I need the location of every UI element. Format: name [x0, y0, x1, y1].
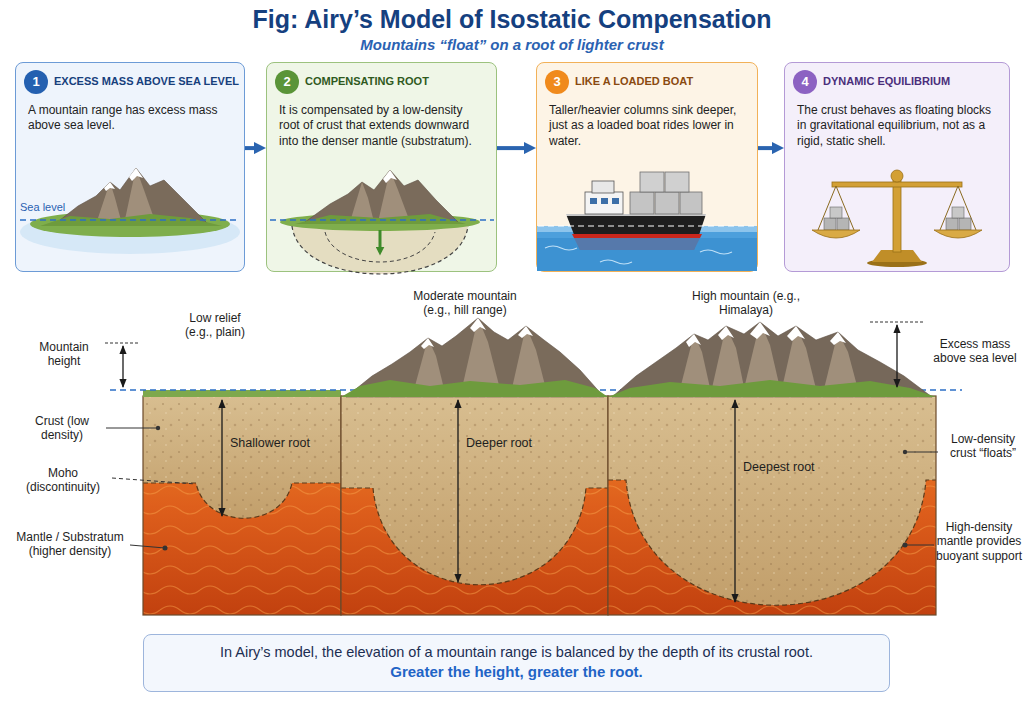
- step-description: It is compensated by a low-density root …: [279, 103, 486, 149]
- dimension-arrow: [870, 322, 925, 323]
- layer-label: Moho (discontinuity): [14, 466, 112, 495]
- summary-text: In Airy’s model, the elevation of a moun…: [144, 644, 889, 660]
- summary-emphasis: Greater the height, greater the root.: [144, 663, 889, 680]
- crust-block: [608, 396, 936, 615]
- dimension-arrow: [105, 322, 925, 602]
- mountain-range: [686, 334, 701, 347]
- step-heading: COMPENSATING ROOT: [305, 75, 429, 87]
- step-number-circle: 3: [545, 70, 569, 94]
- relief-label: Moderate mountain (e.g., hill range): [400, 289, 530, 318]
- summary-box: In Airy’s model, the elevation of a moun…: [143, 634, 890, 692]
- leader-line: [112, 478, 196, 484]
- layer-label: Low-density crust “floats”: [940, 432, 1024, 461]
- mountain-range: [341, 380, 608, 397]
- step-number: 3: [545, 70, 569, 94]
- root-label: Deepest root: [743, 460, 853, 475]
- crust-block: [143, 396, 341, 615]
- crust-block: [608, 396, 936, 615]
- crust-block: [143, 396, 341, 615]
- layer-label: Mantle / Substratum (higher density): [10, 530, 130, 559]
- dimension-arrow: [896, 325, 897, 387]
- mountain-range: [608, 322, 936, 397]
- step-description: A mountain range has excess mass above s…: [28, 103, 234, 134]
- crust-block: [608, 396, 936, 615]
- step-number-circle: 4: [793, 70, 817, 94]
- crust-block: [341, 396, 608, 615]
- step-heading: EXCESS MASS ABOVE SEA LEVEL: [54, 75, 239, 87]
- mountain-range: [608, 380, 936, 397]
- mountain-range: [421, 338, 434, 349]
- crust-block: [341, 396, 608, 615]
- dimension-arrow: [221, 400, 222, 516]
- dimension-arrow: [122, 346, 123, 387]
- relief-label: High mountain (e.g., Himalaya): [690, 289, 802, 318]
- root-label: Deeper root: [466, 436, 576, 451]
- step-description: Taller/heavier columns sink deeper, just…: [549, 103, 747, 149]
- step-number: 2: [275, 70, 299, 94]
- step-heading: DYNAMIC EQUILIBRIUM: [823, 75, 950, 87]
- layer-label: Crust (low density): [18, 414, 106, 443]
- crust-block: [143, 390, 341, 397]
- step-panel: EXCESS MASS ABOVE SEA LEVEL A mountain ra…: [15, 62, 245, 272]
- crust-block: [143, 396, 341, 615]
- mountain-range: [750, 322, 770, 339]
- relief-label: Low relief (e.g., plain): [176, 311, 254, 340]
- root-label: Shallower root: [230, 436, 340, 451]
- diagram-title: Fig: Airy’s Model of Isostatic Compensat…: [0, 5, 1024, 34]
- crust-block: [341, 396, 608, 585]
- crust-block: [341, 396, 608, 615]
- crust-block: [143, 396, 341, 518]
- dimension-arrow: [105, 343, 140, 344]
- dimension-label: Excess mass above sea level: [930, 337, 1020, 366]
- dimension-label: Mountain height: [28, 340, 100, 369]
- leader-line: [903, 450, 907, 454]
- step-description: The crust behaves as floating blocks in …: [797, 103, 999, 149]
- crust-block: [608, 396, 936, 605]
- leader-line: [156, 426, 160, 430]
- step-number-circle: 1: [24, 70, 48, 94]
- mountain-range: [787, 326, 805, 341]
- step-panel: COMPENSATING ROOT It is compensated by a …: [266, 62, 497, 272]
- leader-line: [106, 426, 938, 551]
- step-number-circle: 2: [275, 70, 299, 94]
- step-panel: LIKE A LOADED BOAT Taller/heavier columns…: [536, 62, 758, 272]
- mountain-range: [341, 318, 608, 397]
- mountain-range: [518, 326, 533, 338]
- step-number: 4: [793, 70, 817, 94]
- crust-block: [608, 396, 936, 605]
- leader-line: [106, 428, 158, 429]
- leader-line: [905, 545, 934, 546]
- leader-line: [903, 543, 908, 548]
- subtitle: Mountains “float” on a root of lighter c…: [212, 36, 812, 54]
- mountain-range: [470, 318, 486, 332]
- crust-block: [608, 396, 936, 615]
- crust-block: [341, 488, 608, 585]
- crust-block: [341, 396, 608, 585]
- dimension-arrow: [457, 400, 458, 582]
- flow-arrow: [245, 146, 258, 150]
- mountain-range: [830, 332, 846, 345]
- crust-block: [143, 483, 341, 518]
- leader-line: [905, 452, 938, 453]
- crust-block: [143, 396, 341, 518]
- sea-level-label: Sea level: [20, 201, 90, 214]
- step-panel: DYNAMIC EQUILIBRIUM The crust behaves as …: [784, 62, 1010, 272]
- crust-block: [341, 396, 608, 615]
- flow-arrow: [497, 146, 528, 150]
- step-number: 1: [24, 70, 48, 94]
- layer-label: High-density mantle provides buoyant sup…: [934, 520, 1024, 563]
- crust-block: [143, 390, 341, 615]
- leader-line: [163, 546, 168, 551]
- leader-line: [130, 545, 165, 548]
- dimension-arrow: [734, 400, 735, 602]
- step-heading: LIKE A LOADED BOAT: [575, 75, 693, 87]
- crust-block: [608, 480, 936, 605]
- mountain-range: [718, 326, 734, 340]
- flow-arrow: [758, 146, 776, 150]
